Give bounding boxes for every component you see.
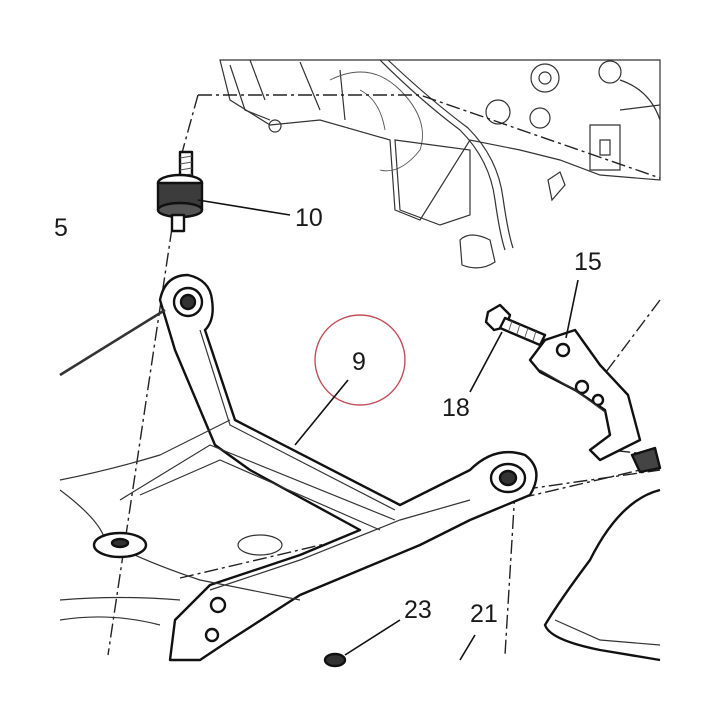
under-tray <box>59 308 396 626</box>
main-bracket <box>158 273 538 668</box>
callout-18: 18 <box>442 394 470 422</box>
hex-bolt <box>484 303 547 347</box>
side-bracket <box>528 328 662 474</box>
callout-5: 5 <box>54 214 68 242</box>
callout-23: 23 <box>404 596 432 624</box>
callout-10: 10 <box>295 204 323 232</box>
callout-9: 9 <box>352 348 366 376</box>
rubber-mount-stud <box>156 150 204 233</box>
side-panel <box>543 488 661 662</box>
callout-21: 21 <box>470 600 498 628</box>
highlight-circle <box>314 314 406 406</box>
leader-lines <box>197 199 579 661</box>
engine-assembly <box>219 59 661 269</box>
callout-15: 15 <box>574 248 602 276</box>
